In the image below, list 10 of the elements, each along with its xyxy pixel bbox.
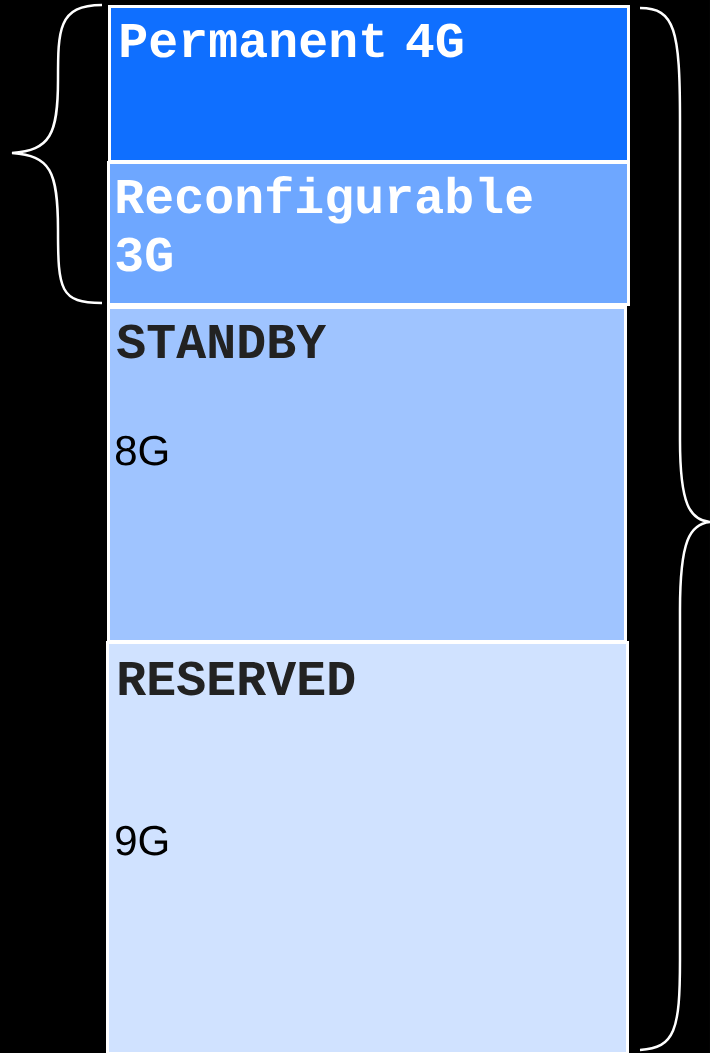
box-text: STANDBY xyxy=(117,324,327,359)
box-text: 9G xyxy=(116,825,168,856)
box-text: RESERVED xyxy=(119,661,355,696)
memory-box xyxy=(108,5,630,163)
box-text: Permanent 4G xyxy=(121,23,463,58)
box-text: 8G xyxy=(116,435,168,466)
box-text: Reconfigurable 3G xyxy=(116,176,532,272)
memory-box xyxy=(107,161,630,306)
memory-box xyxy=(106,641,629,1053)
memory-box xyxy=(107,306,627,643)
